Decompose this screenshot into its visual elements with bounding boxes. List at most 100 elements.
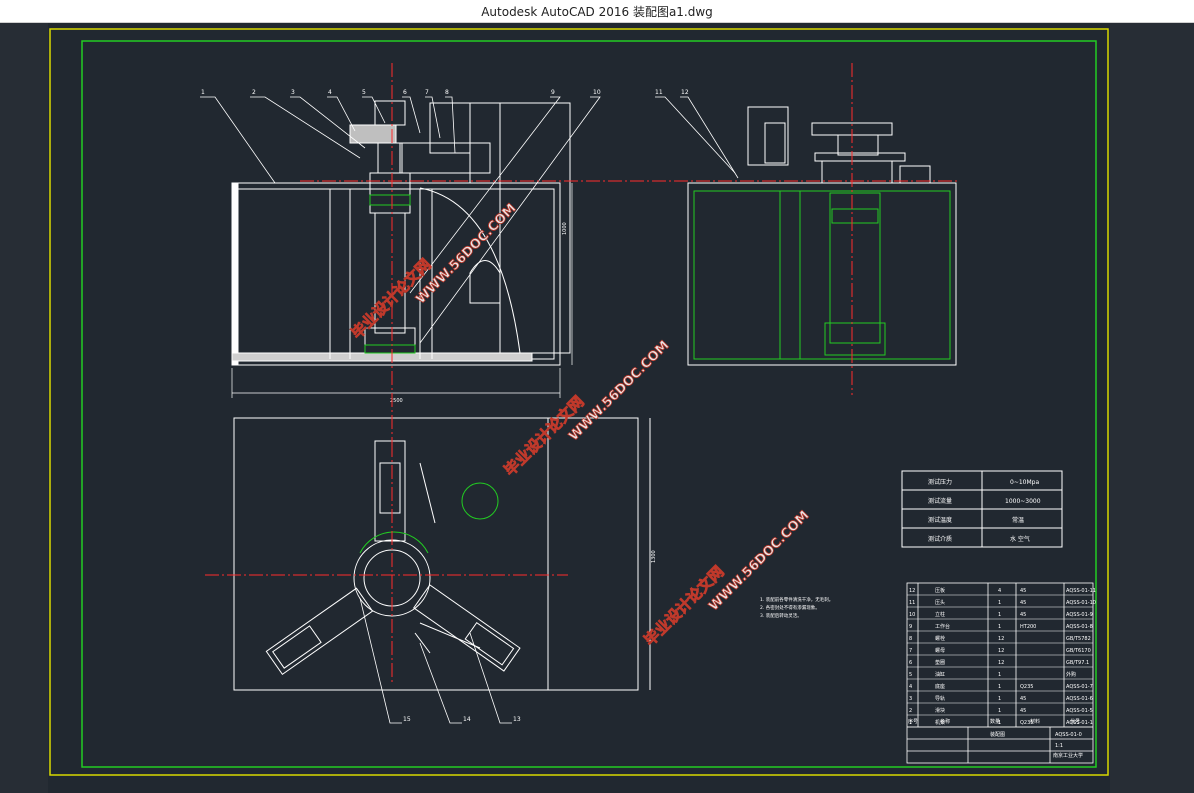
svg-text:14: 14 (463, 716, 471, 723)
bom-cell: 1 (998, 612, 1001, 618)
left-margin (0, 23, 48, 793)
spec-table-text: 测试压力 0~10Mpa 测试流量 1000~3000 测试温度 常温 测试介质… (928, 478, 1041, 543)
svg-text:名称: 名称 (940, 718, 950, 725)
plan-part-numbers: 15 14 13 (403, 716, 521, 723)
plan-view (233, 417, 651, 691)
bom-cell: 12 (998, 636, 1004, 642)
bom-cell: 垫圈 (935, 659, 945, 666)
bom-cell: GB/T97.1 (1066, 660, 1089, 666)
svg-text:11: 11 (655, 89, 663, 96)
sheet-border (49, 28, 1109, 776)
svg-text:3. 装配后转动灵活。: 3. 装配后转动灵活。 (760, 612, 802, 619)
bom-cell: AQSS-01-6 (1066, 696, 1093, 702)
bom-cell: 螺母 (935, 647, 945, 654)
svg-text:测试温度: 测试温度 (928, 516, 952, 524)
front-green-parts (364, 194, 416, 354)
title-block-text: AQSS-01-0 1:1 南京工业大学 装配图 (990, 731, 1083, 759)
bom-cell: 7 (909, 648, 912, 654)
svg-text:1000~3000: 1000~3000 (1005, 498, 1041, 505)
svg-text:10: 10 (593, 89, 601, 96)
svg-text:13: 13 (513, 716, 521, 723)
bom-cell: GB/T5782 (1066, 636, 1091, 642)
svg-text:2: 2 (252, 89, 256, 96)
plan-green (359, 482, 499, 554)
bom-cell: 导轨 (935, 695, 945, 702)
svg-text:8: 8 (445, 89, 449, 96)
bom-cell: Q235 (1020, 720, 1033, 726)
svg-text:材料: 材料 (1030, 718, 1040, 725)
svg-text:常温: 常温 (1012, 516, 1024, 524)
bom-cell: 1 (998, 672, 1001, 678)
bom-cell: 螺栓 (935, 635, 945, 642)
spec-table (901, 470, 1063, 548)
bom-cell: 11 (909, 600, 915, 606)
svg-text:装配图: 装配图 (990, 731, 1005, 738)
bom-cell: 5 (909, 672, 912, 678)
svg-text:测试流量: 测试流量 (928, 497, 952, 505)
side-view (687, 106, 957, 366)
plan-leaders (359, 597, 512, 724)
bom-cell: 4 (998, 588, 1001, 594)
bom-cell: 45 (1020, 612, 1026, 618)
svg-text:2. 各密封处不得有渗漏现象。: 2. 各密封处不得有渗漏现象。 (760, 604, 820, 611)
bom-cell: 油缸 (935, 671, 945, 678)
technical-notes: 1. 装配前各零件清洗干净，无毛刺。 2. 各密封处不得有渗漏现象。 3. 装配… (760, 596, 833, 619)
drawing-canvas[interactable]: 2500 1000 1 2 3 4 5 6 7 8 9 10 11 12 (0, 23, 1194, 793)
bom-cell: 12 (998, 660, 1004, 666)
bom-cell: HT200 (1020, 624, 1036, 630)
bom-cell: 12 (998, 648, 1004, 654)
bom-cell: 12 (909, 588, 915, 594)
svg-text:0~10Mpa: 0~10Mpa (1010, 479, 1039, 486)
bom-cell: 机架 (935, 719, 945, 726)
svg-text:数量: 数量 (990, 718, 1000, 725)
svg-text:水 空气: 水 空气 (1010, 535, 1030, 543)
bom-cell: AQSS-01-5 (1066, 708, 1093, 714)
bom-cell: AQSS-01-9 (1066, 612, 1093, 618)
right-margin (1110, 23, 1194, 793)
bom-cell: 底座 (935, 683, 945, 690)
bom-cell: 1 (998, 708, 1001, 714)
dim-height: 1000 (562, 222, 568, 235)
bom-cell: 滑块 (935, 707, 945, 714)
bom-cell: 45 (1020, 696, 1026, 702)
bom-cell: AQSS-01-10 (1066, 600, 1096, 606)
svg-text:南京工业大学: 南京工业大学 (1053, 752, 1083, 759)
bom-cell: 9 (909, 624, 912, 630)
bom-cell: 1 (998, 624, 1001, 630)
title-block (907, 727, 1093, 763)
bom-cell: 外购 (1066, 671, 1076, 678)
bom-cell: 45 (1020, 588, 1026, 594)
bom-cell: 压头 (935, 599, 945, 606)
bom-cell: 8 (909, 636, 912, 642)
bom-cell: 压板 (935, 587, 945, 594)
bom-cell: 2 (909, 708, 912, 714)
front-dimensions (231, 183, 573, 398)
bom-cell: Q235 (1020, 684, 1033, 690)
dim-plan: 1300 (651, 550, 657, 563)
svg-text:序号: 序号 (908, 718, 918, 725)
bom-cell: AQSS-01-11 (1066, 588, 1096, 594)
svg-text:7: 7 (425, 89, 429, 96)
svg-text:3: 3 (291, 89, 295, 96)
svg-text:9: 9 (551, 89, 555, 96)
bom-cell: AQSS-01-1 (1066, 720, 1093, 726)
bom-header: 序号 名称 数量 材料 代号 (908, 718, 1080, 725)
bom-cell: AQSS-01-8 (1066, 624, 1093, 630)
svg-text:1. 装配前各零件清洗干净，无毛刺。: 1. 装配前各零件清洗干净，无毛刺。 (760, 596, 833, 603)
svg-text:AQSS-01-0: AQSS-01-0 (1055, 732, 1082, 738)
window-title: Autodesk AutoCAD 2016 装配图a1.dwg (481, 5, 713, 19)
bom-cell: 3 (909, 696, 912, 702)
bom-cell: GB/T6170 (1066, 648, 1091, 654)
dim-width: 2500 (390, 398, 403, 404)
bom-cell: AQSS-01-7 (1066, 684, 1093, 690)
svg-text:5: 5 (362, 89, 366, 96)
bom-cell: 1 (998, 600, 1001, 606)
svg-text:1: 1 (201, 89, 205, 96)
svg-text:15: 15 (403, 716, 411, 723)
side-view-hidden (693, 190, 951, 360)
window-titlebar: Autodesk AutoCAD 2016 装配图a1.dwg (0, 0, 1194, 23)
drawing-frame (81, 40, 1097, 768)
bom-cell: 立柱 (935, 611, 945, 618)
bom-cell: 1 (909, 720, 912, 726)
